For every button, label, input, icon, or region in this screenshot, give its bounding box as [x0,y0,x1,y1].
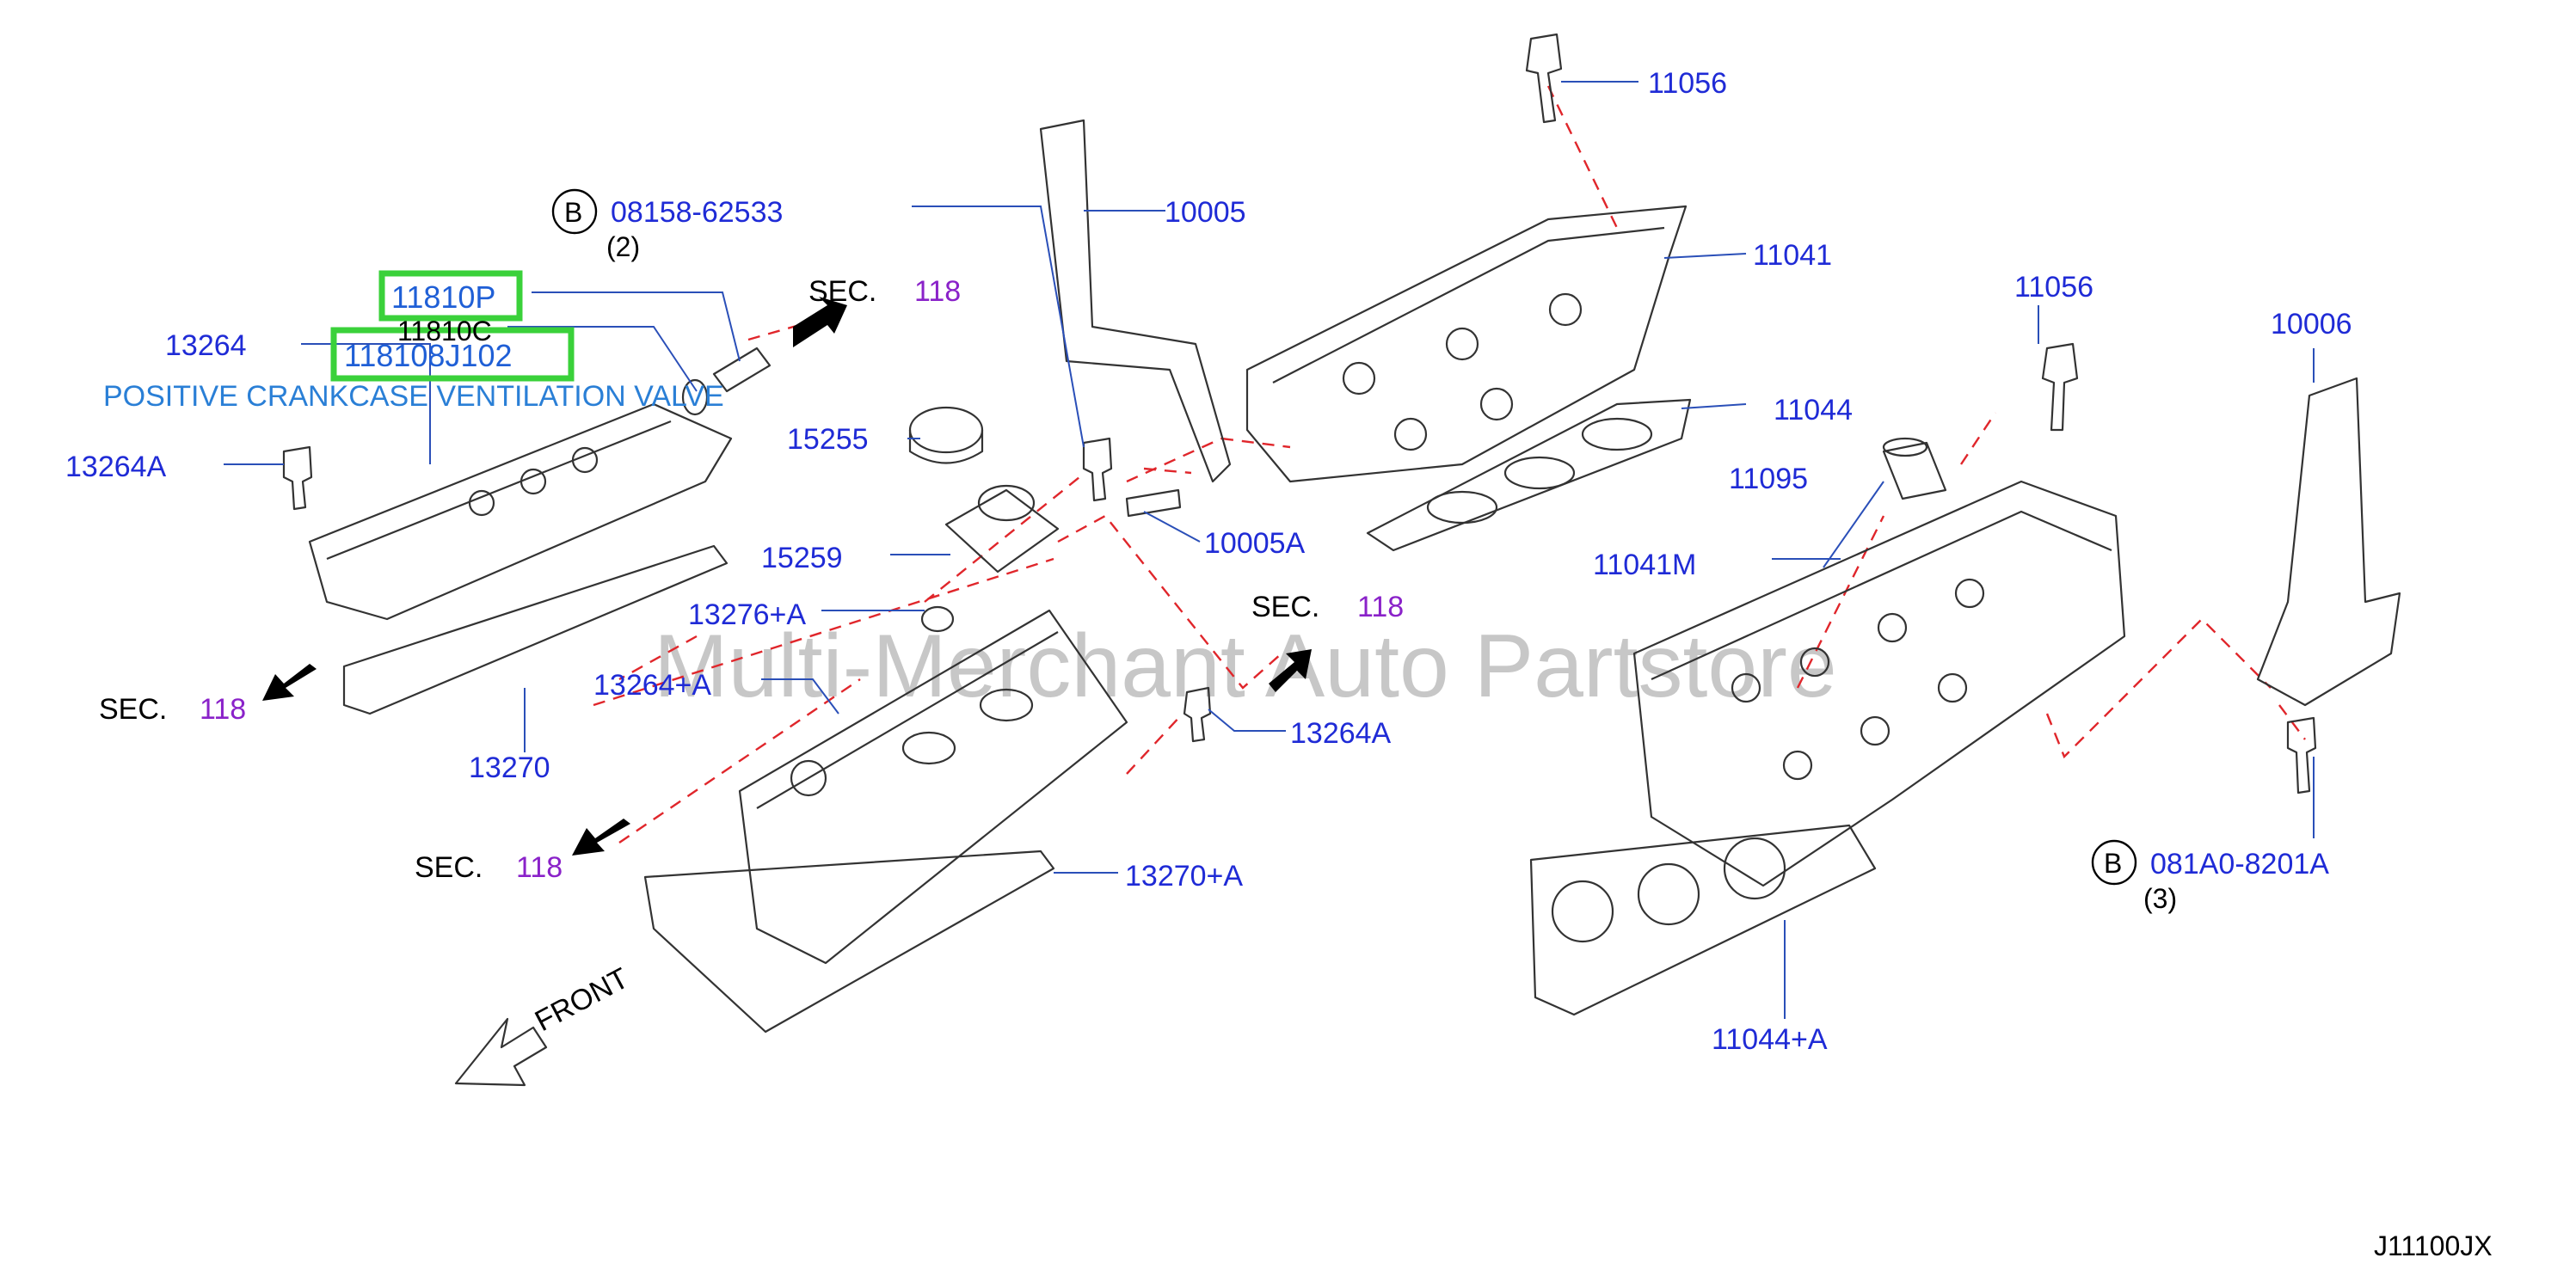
leader-lines [224,81,2315,1019]
assembly-lines [593,85,2306,844]
callout-118108J102[interactable]: 118108J102 [344,338,513,373]
callout-11095[interactable]: 11095 [1729,463,1808,495]
diagram-code: J11100JX [2374,1230,2493,1261]
callout-11810C[interactable]: 11810C [397,316,492,347]
bracket-10006 [2256,377,2401,707]
arrow-down-left-2 [572,819,630,856]
svg-text:B: B [564,197,582,228]
callout-10005[interactable]: 10005 [1165,196,1246,229]
callout-11044[interactable]: 11044 [1774,394,1853,426]
dowel-11095 [1882,437,1947,500]
svg-text:118: 118 [1357,591,1404,623]
b-marker-bottom: B [2091,839,2137,886]
sec-ref-bottom[interactable]: SEC. 118 [415,851,563,884]
pcv-valve-assembly [681,347,772,416]
front-label: FRONT [530,962,634,1039]
sec-ref-top[interactable]: SEC. 118 [808,275,961,308]
oil-filler-cap [908,406,984,464]
callout-13270plusA[interactable]: 13270+A [1125,860,1243,893]
callout-13276A[interactable]: 13276+A [688,598,806,631]
rocker-gasket-left [342,544,729,715]
rocker-gasket-right [643,850,1055,1034]
callout-15255[interactable]: 15255 [787,423,869,456]
callout-10005A[interactable]: 10005A [1204,527,1306,560]
callout-11041M[interactable]: 11041M [1593,549,1696,581]
qty-081A0: (3) [2143,883,2177,914]
callout-13264plusA[interactable]: 13264+A [593,669,711,702]
cylinder-head-right [1632,480,2126,887]
front-arrow-icon [454,1017,548,1087]
svg-text:B: B [2104,848,2122,879]
callout-15259[interactable]: 15259 [761,542,843,574]
callout-13270[interactable]: 13270 [469,751,550,784]
arrow-up-right [793,297,847,347]
sec-ref-middle[interactable]: SEC. 118 [1251,591,1404,623]
callout-08158-62533[interactable]: 08158-62533 [611,196,783,229]
callout-11041[interactable]: 11041 [1753,239,1832,272]
section-arrows [262,297,1312,856]
arrow-up-right-2 [1269,649,1312,692]
arrow-down-left-1 [262,664,317,701]
callout-11056-top[interactable]: 11056 [1648,67,1727,100]
callout-13264A-mid[interactable]: 13264A [1290,717,1392,750]
qty-08158: (2) [606,231,640,262]
bracket-10005 [1039,119,1232,483]
highlight-box-118108J102 [330,327,575,382]
rocker-cover-right [738,609,1128,965]
svg-text:SEC.: SEC. [415,851,483,884]
callout-11810P[interactable]: 11810P [391,279,495,315]
watermark: Multi-Merchant Auto Partstore [654,617,1837,716]
callout-11044plusA[interactable]: 11044+A [1712,1023,1828,1056]
svg-text:SEC.: SEC. [808,275,876,308]
callout-13264A-left[interactable]: 13264A [65,451,167,483]
cylinder-head-left [1245,205,1688,483]
callout-11056-right[interactable]: 11056 [2014,271,2093,304]
head-gasket-left [1366,398,1692,552]
callout-10006[interactable]: 10006 [2271,308,2352,340]
highlight-box-11810P [378,270,523,322]
svg-text:SEC.: SEC. [1251,591,1319,623]
pcv-valve-label: POSITIVE CRANKCASE VENTILATION VALVE [103,380,724,413]
filler-neck [944,484,1060,574]
svg-text:118: 118 [516,851,563,884]
front-indicator: FRONT [454,962,634,1087]
plug-13276 [920,605,955,633]
b-marker-top: B [551,188,598,235]
callout-081A0-8201A[interactable]: 081A0-8201A [2150,848,2329,880]
rocker-cover-left [308,402,733,621]
callout-13264[interactable]: 13264 [165,329,247,362]
svg-text:118: 118 [914,275,961,308]
svg-text:118: 118 [200,693,246,726]
head-gasket-right [1529,824,1877,1016]
bolts [282,33,2317,794]
svg-text:SEC.: SEC. [99,693,167,726]
sec-ref-left[interactable]: SEC. 118 [99,693,246,726]
